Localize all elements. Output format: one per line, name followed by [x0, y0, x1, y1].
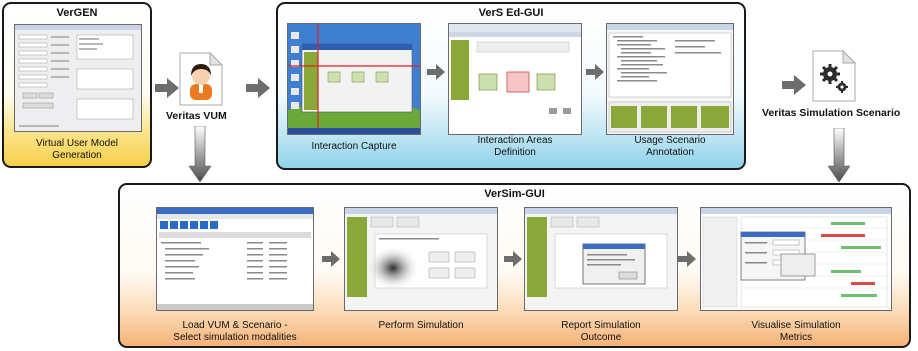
vergen-form-thumbnail — [15, 25, 141, 127]
vergen-title: VerGEN — [56, 7, 98, 19]
usage-scenario-caption: Usage Scenario Annotation — [634, 135, 706, 158]
vum-label: Veritas VUM — [166, 110, 227, 122]
arrow-areas-to-annotation — [586, 64, 604, 80]
report-outcome-screenshot — [524, 207, 678, 311]
arrow-versed-to-scenario — [782, 75, 806, 95]
arrow-report-to-metrics — [678, 251, 696, 267]
versed-title: VerS Ed-GUI — [478, 7, 544, 19]
gears-icon — [820, 64, 848, 93]
arrow-scenario-to-versim — [828, 128, 850, 182]
versed-panel: VerS Ed-GUI Interaction Capture — [276, 2, 746, 170]
load-vum-screenshot — [156, 207, 314, 311]
report-outcome-caption: Report Simulation Outcome — [561, 320, 641, 343]
user-avatar-icon — [190, 64, 212, 100]
visualise-metrics-caption: Visualise Simulation Metrics — [751, 320, 841, 343]
versim-panel: VerSim-GUI Load VUM & Scenario - Select … — [118, 183, 911, 348]
load-vum-caption: Load VUM & Scenario - Select simulation … — [173, 320, 297, 343]
interaction-capture-screenshot — [287, 23, 421, 135]
perform-simulation-caption: Perform Simulation — [378, 320, 464, 331]
interaction-capture-caption: Interaction Capture — [311, 141, 397, 152]
arrow-perform-to-report — [504, 251, 522, 267]
arrow-load-to-perform — [322, 251, 340, 267]
interaction-areas-caption: Interaction Areas Definition — [477, 135, 553, 158]
vergen-panel: VerGEN — [2, 2, 152, 168]
arrow-vum-to-versed — [246, 78, 270, 98]
arrow-vergen-to-vum — [155, 78, 179, 98]
arrow-capture-to-areas — [427, 64, 445, 80]
visualise-metrics-screenshot — [700, 207, 892, 311]
arrow-vum-to-versim — [189, 126, 211, 182]
interaction-areas-screenshot — [448, 23, 582, 135]
scenario-label: Veritas Simulation Scenario — [762, 107, 901, 119]
vum-document-icon — [179, 52, 223, 106]
vergen-screenshot — [14, 24, 142, 132]
versim-title: VerSim-GUI — [484, 188, 545, 200]
scenario-document-icon — [812, 50, 856, 102]
perform-simulation-screenshot — [344, 207, 498, 311]
usage-scenario-screenshot — [606, 23, 734, 135]
vergen-caption: Virtual User Model Generation — [35, 138, 119, 161]
